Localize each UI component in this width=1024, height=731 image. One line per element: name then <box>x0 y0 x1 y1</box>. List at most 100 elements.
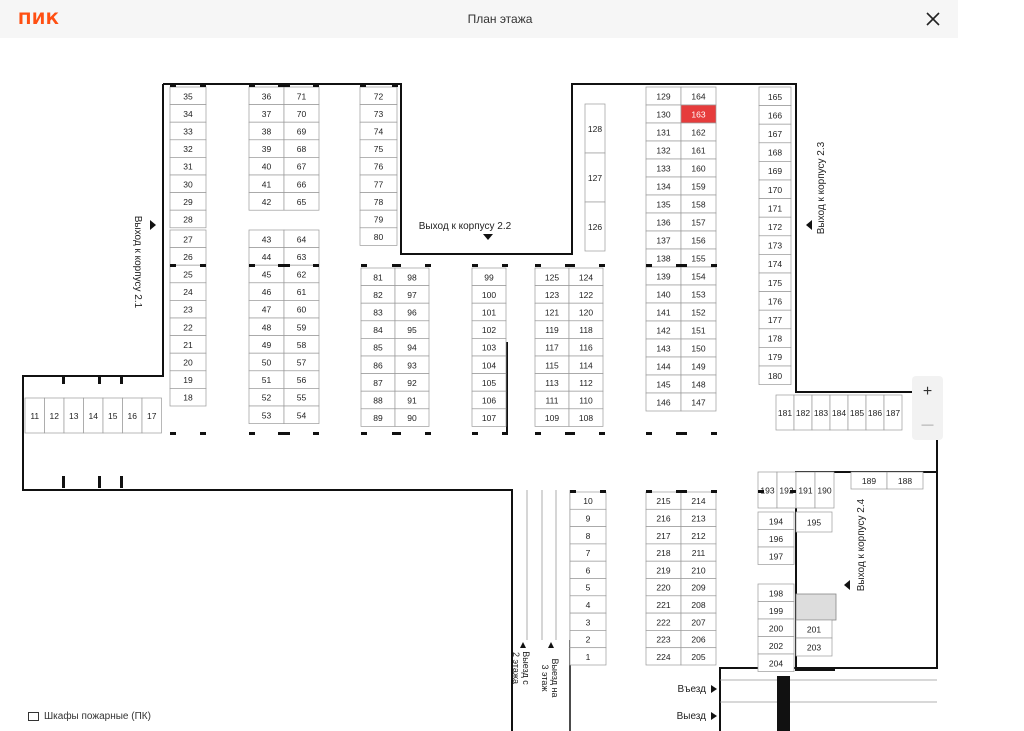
parking-spot-15[interactable]: 15 <box>102 397 123 434</box>
parking-spot-95[interactable]: 95 <box>394 320 430 339</box>
parking-spot-108[interactable]: 108 <box>568 408 604 427</box>
parking-spot-101[interactable]: 101 <box>471 302 507 322</box>
parking-spot-52[interactable]: 52 <box>248 388 285 407</box>
parking-spot-202[interactable]: 202 <box>757 636 795 655</box>
parking-spot-129[interactable]: 129 <box>645 86 682 106</box>
parking-spot-118[interactable]: 118 <box>568 320 604 339</box>
parking-spot-184[interactable]: 184 <box>829 394 849 431</box>
parking-spot-45[interactable]: 45 <box>248 264 285 284</box>
parking-spot-153[interactable]: 153 <box>680 284 717 304</box>
parking-spot-96[interactable]: 96 <box>394 302 430 322</box>
parking-spot-97[interactable]: 97 <box>394 285 430 304</box>
parking-spot-83[interactable]: 83 <box>360 302 396 322</box>
parking-spot-18[interactable]: 18 <box>169 388 207 407</box>
parking-spot-142[interactable]: 142 <box>645 320 682 340</box>
parking-spot-112[interactable]: 112 <box>568 373 604 392</box>
parking-spot-69[interactable]: 69 <box>283 121 320 141</box>
parking-spot-209[interactable]: 209 <box>680 578 717 597</box>
parking-spot-35[interactable]: 35 <box>169 86 207 105</box>
parking-spot-85[interactable]: 85 <box>360 338 396 357</box>
parking-spot-120[interactable]: 120 <box>568 302 604 322</box>
parking-spot-87[interactable]: 87 <box>360 373 396 392</box>
parking-spot-93[interactable]: 93 <box>394 355 430 374</box>
parking-spot-137[interactable]: 137 <box>645 230 682 250</box>
parking-spot-116[interactable]: 116 <box>568 338 604 357</box>
parking-spot-218[interactable]: 218 <box>645 543 682 562</box>
parking-spot-48[interactable]: 48 <box>248 317 285 336</box>
parking-spot-61[interactable]: 61 <box>283 282 320 301</box>
parking-spot-114[interactable]: 114 <box>568 355 604 374</box>
parking-spot-22[interactable]: 22 <box>169 317 207 336</box>
parking-spot-79[interactable]: 79 <box>359 209 398 229</box>
parking-spot-145[interactable]: 145 <box>645 374 682 394</box>
parking-spot-23[interactable]: 23 <box>169 300 207 319</box>
parking-spot-205[interactable]: 205 <box>680 647 717 666</box>
parking-spot-196[interactable]: 196 <box>757 529 795 548</box>
parking-spot-80[interactable]: 80 <box>359 227 398 246</box>
parking-spot-7[interactable]: 7 <box>569 543 607 562</box>
parking-spot-159[interactable]: 159 <box>680 176 717 196</box>
zoom-out-button[interactable]: — <box>921 417 934 431</box>
parking-spot-157[interactable]: 157 <box>680 212 717 232</box>
pik-logo[interactable]: ПИК <box>18 9 60 28</box>
parking-spot-189[interactable]: 189 <box>850 471 888 490</box>
parking-spot-44[interactable]: 44 <box>248 247 285 266</box>
parking-spot-12[interactable]: 12 <box>44 397 65 434</box>
parking-spot-110[interactable]: 110 <box>568 390 604 410</box>
parking-spot-33[interactable]: 33 <box>169 121 207 141</box>
parking-spot-2[interactable]: 2 <box>569 630 607 649</box>
parking-spot-222[interactable]: 222 <box>645 612 682 631</box>
parking-spot-212[interactable]: 212 <box>680 526 717 545</box>
parking-spot-111[interactable]: 111 <box>534 390 570 410</box>
parking-spot-156[interactable]: 156 <box>680 230 717 250</box>
parking-spot-1[interactable]: 1 <box>569 647 607 666</box>
parking-spot-74[interactable]: 74 <box>359 121 398 141</box>
parking-spot-208[interactable]: 208 <box>680 595 717 614</box>
parking-spot-42[interactable]: 42 <box>248 192 285 211</box>
parking-spot-104[interactable]: 104 <box>471 355 507 374</box>
parking-spot-65[interactable]: 65 <box>283 192 320 211</box>
parking-spot-210[interactable]: 210 <box>680 560 717 579</box>
parking-spot-115[interactable]: 115 <box>534 355 570 374</box>
parking-spot-50[interactable]: 50 <box>248 352 285 372</box>
parking-spot-172[interactable]: 172 <box>758 216 792 237</box>
parking-spot-17[interactable]: 17 <box>141 397 162 434</box>
parking-spot-174[interactable]: 174 <box>758 254 792 274</box>
parking-spot-198[interactable]: 198 <box>757 583 795 602</box>
parking-spot-151[interactable]: 151 <box>680 320 717 340</box>
parking-spot-71[interactable]: 71 <box>283 86 320 105</box>
parking-spot-49[interactable]: 49 <box>248 335 285 354</box>
parking-spot-40[interactable]: 40 <box>248 157 285 176</box>
parking-spot-165[interactable]: 165 <box>758 86 792 106</box>
parking-spot-135[interactable]: 135 <box>645 194 682 214</box>
parking-spot-182[interactable]: 182 <box>793 394 813 431</box>
parking-spot-195[interactable]: 195 <box>795 511 833 533</box>
parking-spot-92[interactable]: 92 <box>394 373 430 392</box>
parking-spot-68[interactable]: 68 <box>283 139 320 158</box>
parking-spot-134[interactable]: 134 <box>645 176 682 196</box>
parking-spot-124[interactable]: 124 <box>568 267 604 286</box>
parking-spot-106[interactable]: 106 <box>471 390 507 410</box>
parking-spot-113[interactable]: 113 <box>534 373 570 392</box>
parking-spot-203[interactable]: 203 <box>795 637 833 657</box>
parking-spot-30[interactable]: 30 <box>169 174 207 193</box>
parking-spot-14[interactable]: 14 <box>83 397 104 434</box>
parking-spot-36[interactable]: 36 <box>248 86 285 105</box>
parking-spot-121[interactable]: 121 <box>534 302 570 322</box>
parking-spot-148[interactable]: 148 <box>680 374 717 394</box>
parking-spot-58[interactable]: 58 <box>283 335 320 354</box>
parking-spot-207[interactable]: 207 <box>680 612 717 631</box>
parking-spot-179[interactable]: 179 <box>758 347 792 367</box>
parking-spot-16[interactable]: 16 <box>122 397 143 434</box>
parking-spot-199[interactable]: 199 <box>757 601 795 620</box>
parking-spot-161[interactable]: 161 <box>680 140 717 160</box>
parking-spot-197[interactable]: 197 <box>757 546 795 565</box>
parking-spot-81[interactable]: 81 <box>360 267 396 286</box>
parking-spot-117[interactable]: 117 <box>534 338 570 357</box>
parking-spot-47[interactable]: 47 <box>248 300 285 319</box>
parking-spot-9[interactable]: 9 <box>569 508 607 527</box>
parking-spot-125[interactable]: 125 <box>534 267 570 286</box>
parking-spot-41[interactable]: 41 <box>248 174 285 193</box>
parking-spot-60[interactable]: 60 <box>283 300 320 319</box>
